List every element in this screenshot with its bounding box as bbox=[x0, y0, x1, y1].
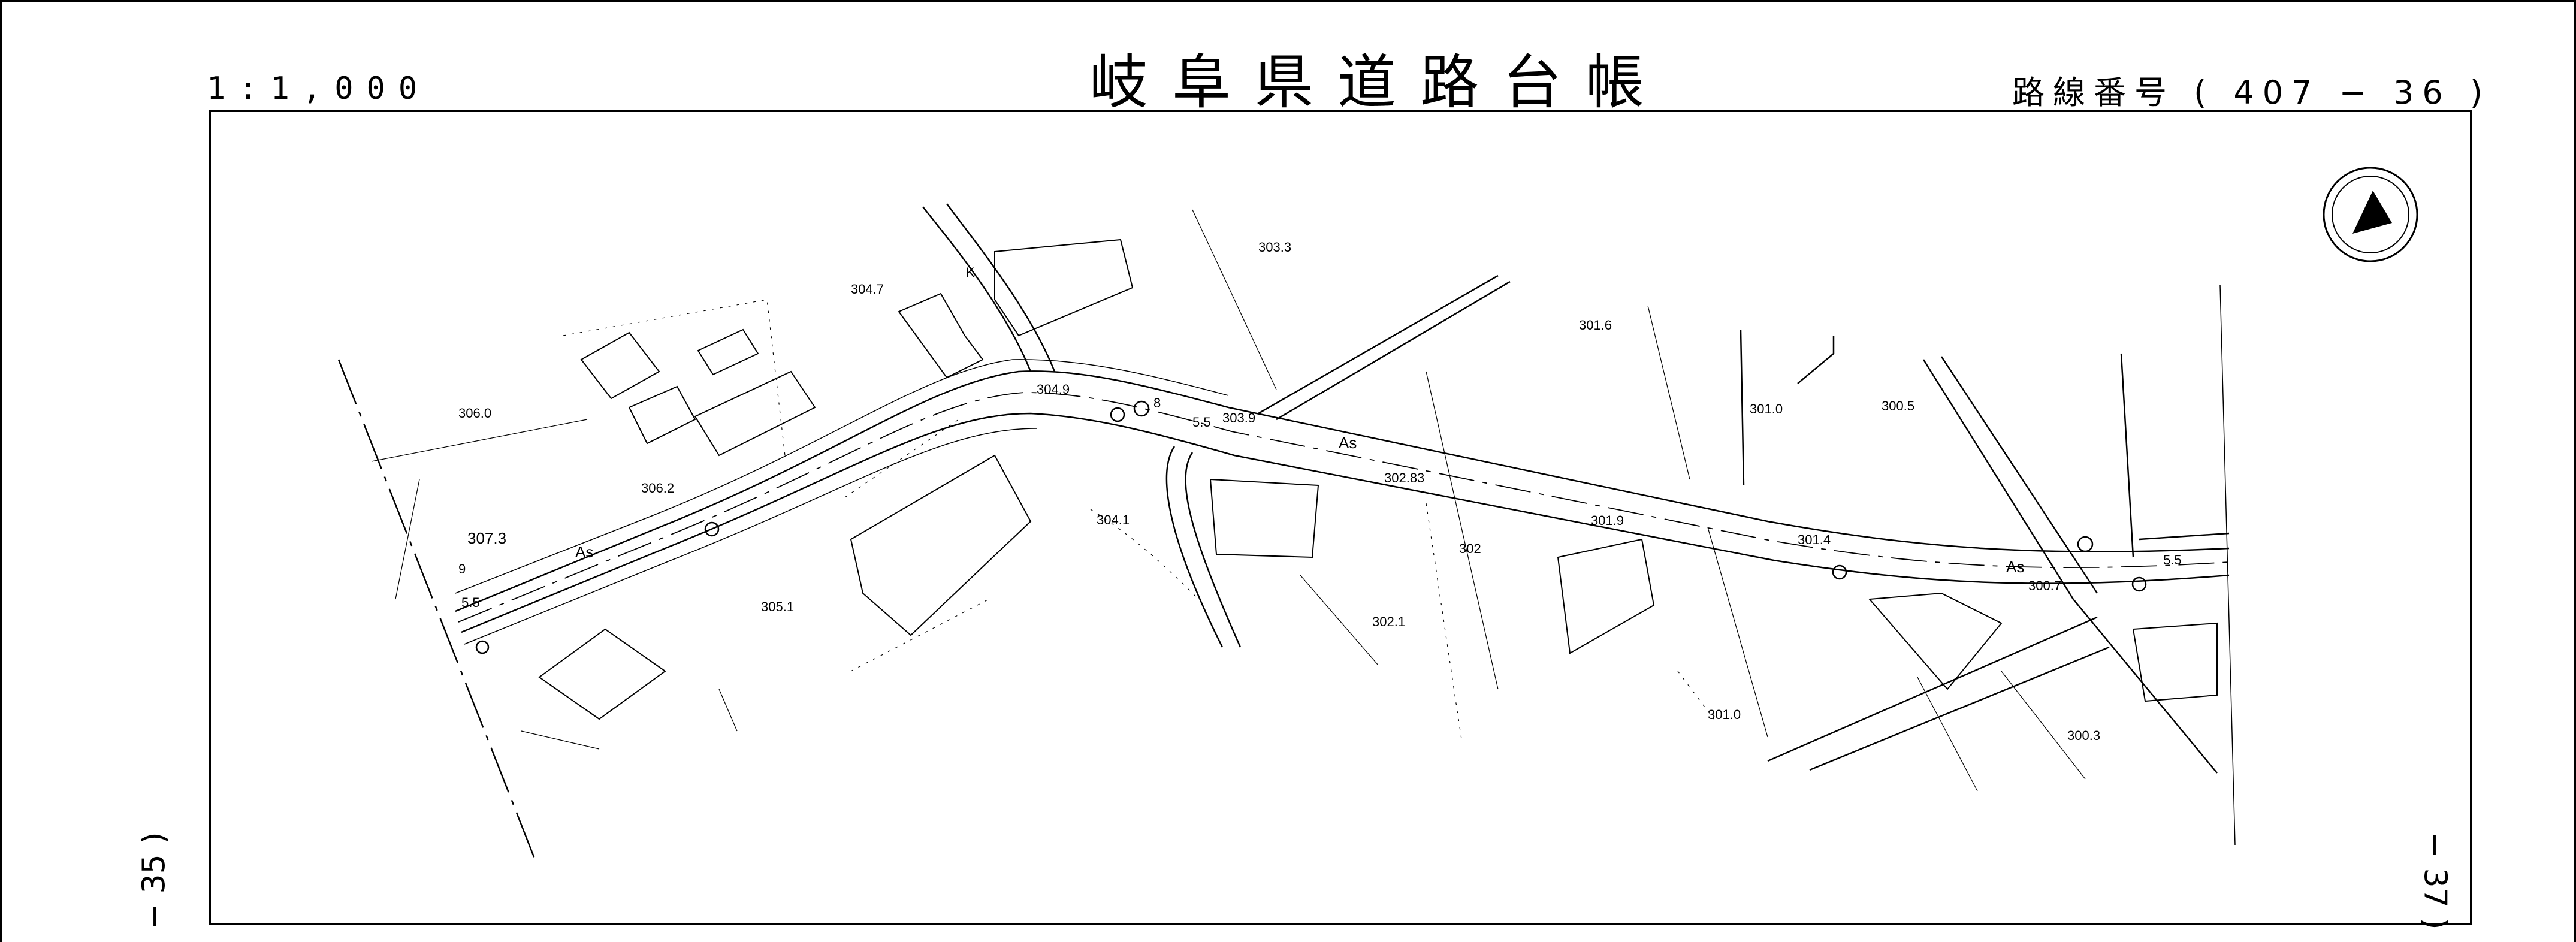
road-edge-north bbox=[455, 370, 2230, 612]
telephone-pole-icon bbox=[1832, 564, 1847, 580]
manhole-icon bbox=[475, 640, 490, 654]
dimension-label: 5.5 bbox=[461, 595, 480, 610]
elevation-label: 303.9 bbox=[1222, 410, 1255, 425]
elevation-label: 300.7 bbox=[2028, 578, 2061, 593]
page-edge-left bbox=[0, 0, 2, 942]
elevation-label: 301.9 bbox=[1591, 513, 1624, 528]
elevation-label: 304.9 bbox=[1037, 382, 1070, 397]
parcel-line bbox=[371, 419, 588, 600]
elevation-label: 301.4 bbox=[1798, 532, 1831, 547]
elevation-label: 300.5 bbox=[1882, 398, 1914, 413]
building bbox=[694, 370, 816, 457]
road-surface-label: As bbox=[1339, 434, 1357, 452]
elevation-label: 302 bbox=[1459, 541, 1481, 556]
road-edge-south bbox=[461, 412, 2230, 633]
route-number: 路線番号 ( 407 − 36 ) bbox=[2012, 74, 2491, 111]
side-road-far-east bbox=[2120, 353, 2230, 558]
page-title: 岐阜県道路台帳 bbox=[1089, 49, 1669, 117]
parcel-line bbox=[1090, 509, 1199, 600]
boundary-right bbox=[2219, 284, 2236, 846]
telephone-pole-icon bbox=[2131, 576, 2147, 592]
building bbox=[538, 628, 666, 720]
parcel-line bbox=[521, 689, 738, 750]
elevation-label: 301.0 bbox=[1750, 401, 1783, 416]
dimension-label: 5.5 bbox=[2163, 552, 2182, 567]
parcel-line bbox=[844, 419, 989, 672]
building bbox=[1557, 538, 1655, 654]
building bbox=[850, 454, 1032, 636]
road-centerline bbox=[458, 392, 2230, 623]
boundary-left bbox=[337, 359, 537, 864]
manhole-icon bbox=[1133, 400, 1150, 417]
marker-label: K bbox=[966, 265, 975, 280]
elevation-label: 300.3 bbox=[2067, 728, 2100, 743]
road-surface-label: As bbox=[575, 543, 593, 561]
telephone-pole-icon bbox=[1110, 407, 1125, 422]
sidewalk-north bbox=[455, 359, 1229, 594]
north-arrow-icon bbox=[2323, 167, 2418, 262]
elevation-label: 303.3 bbox=[1258, 240, 1291, 255]
building bbox=[1868, 592, 2003, 690]
dimension-label: 8 bbox=[1153, 395, 1161, 410]
elevation-label: 304.7 bbox=[851, 282, 884, 297]
building bbox=[1209, 478, 1319, 558]
manhole-icon bbox=[2077, 536, 2094, 552]
road-surface-label: As bbox=[2006, 558, 2024, 576]
side-road-north-2 bbox=[922, 203, 1056, 372]
page-edge-right bbox=[2574, 0, 2576, 942]
building bbox=[898, 292, 984, 379]
north-arrow-needle bbox=[2352, 191, 2392, 234]
map-labels: As As As 304.9 303.3 304.7 303.9 301.6 3… bbox=[458, 240, 2182, 743]
side-road-east-1 bbox=[1922, 356, 2218, 774]
elevation-label: 305.1 bbox=[761, 599, 794, 614]
side-road-north-east bbox=[1740, 329, 1835, 486]
building bbox=[697, 328, 759, 376]
parcel-line bbox=[1426, 503, 1714, 744]
sidewalk-south bbox=[464, 428, 1037, 645]
parcel-line bbox=[1917, 671, 2086, 792]
building bbox=[580, 331, 660, 400]
elevation-label: 301.6 bbox=[1579, 318, 1612, 333]
building bbox=[994, 238, 1134, 337]
telephone-pole-icon bbox=[704, 521, 720, 537]
building bbox=[2132, 622, 2218, 702]
side-road-south bbox=[1165, 446, 1242, 648]
elevation-label: 302.83 bbox=[1384, 470, 1424, 485]
elevation-label: 306.0 bbox=[458, 406, 491, 421]
building bbox=[628, 385, 696, 445]
parcel-line bbox=[1192, 209, 1690, 690]
parcel-line bbox=[1300, 527, 1768, 738]
map-scale: 1:1,000 bbox=[207, 71, 431, 107]
map-frame-bottom bbox=[209, 923, 2472, 925]
dimension-label: 5.5 bbox=[1192, 415, 1211, 430]
elevation-label: 307.3 bbox=[467, 529, 506, 547]
elevation-label: 306.2 bbox=[641, 481, 674, 496]
dimension-label: 9 bbox=[458, 561, 466, 576]
page-edge-top bbox=[0, 0, 2576, 2]
map-frame bbox=[209, 110, 2472, 925]
side-road-north-1 bbox=[1258, 274, 1511, 421]
elevation-label: 301.0 bbox=[1708, 707, 1741, 722]
parcel-line bbox=[563, 299, 786, 456]
elevation-label: 302.1 bbox=[1372, 614, 1405, 629]
side-road-east-2 bbox=[1767, 616, 2110, 771]
elevation-label: 304.1 bbox=[1097, 512, 1130, 527]
